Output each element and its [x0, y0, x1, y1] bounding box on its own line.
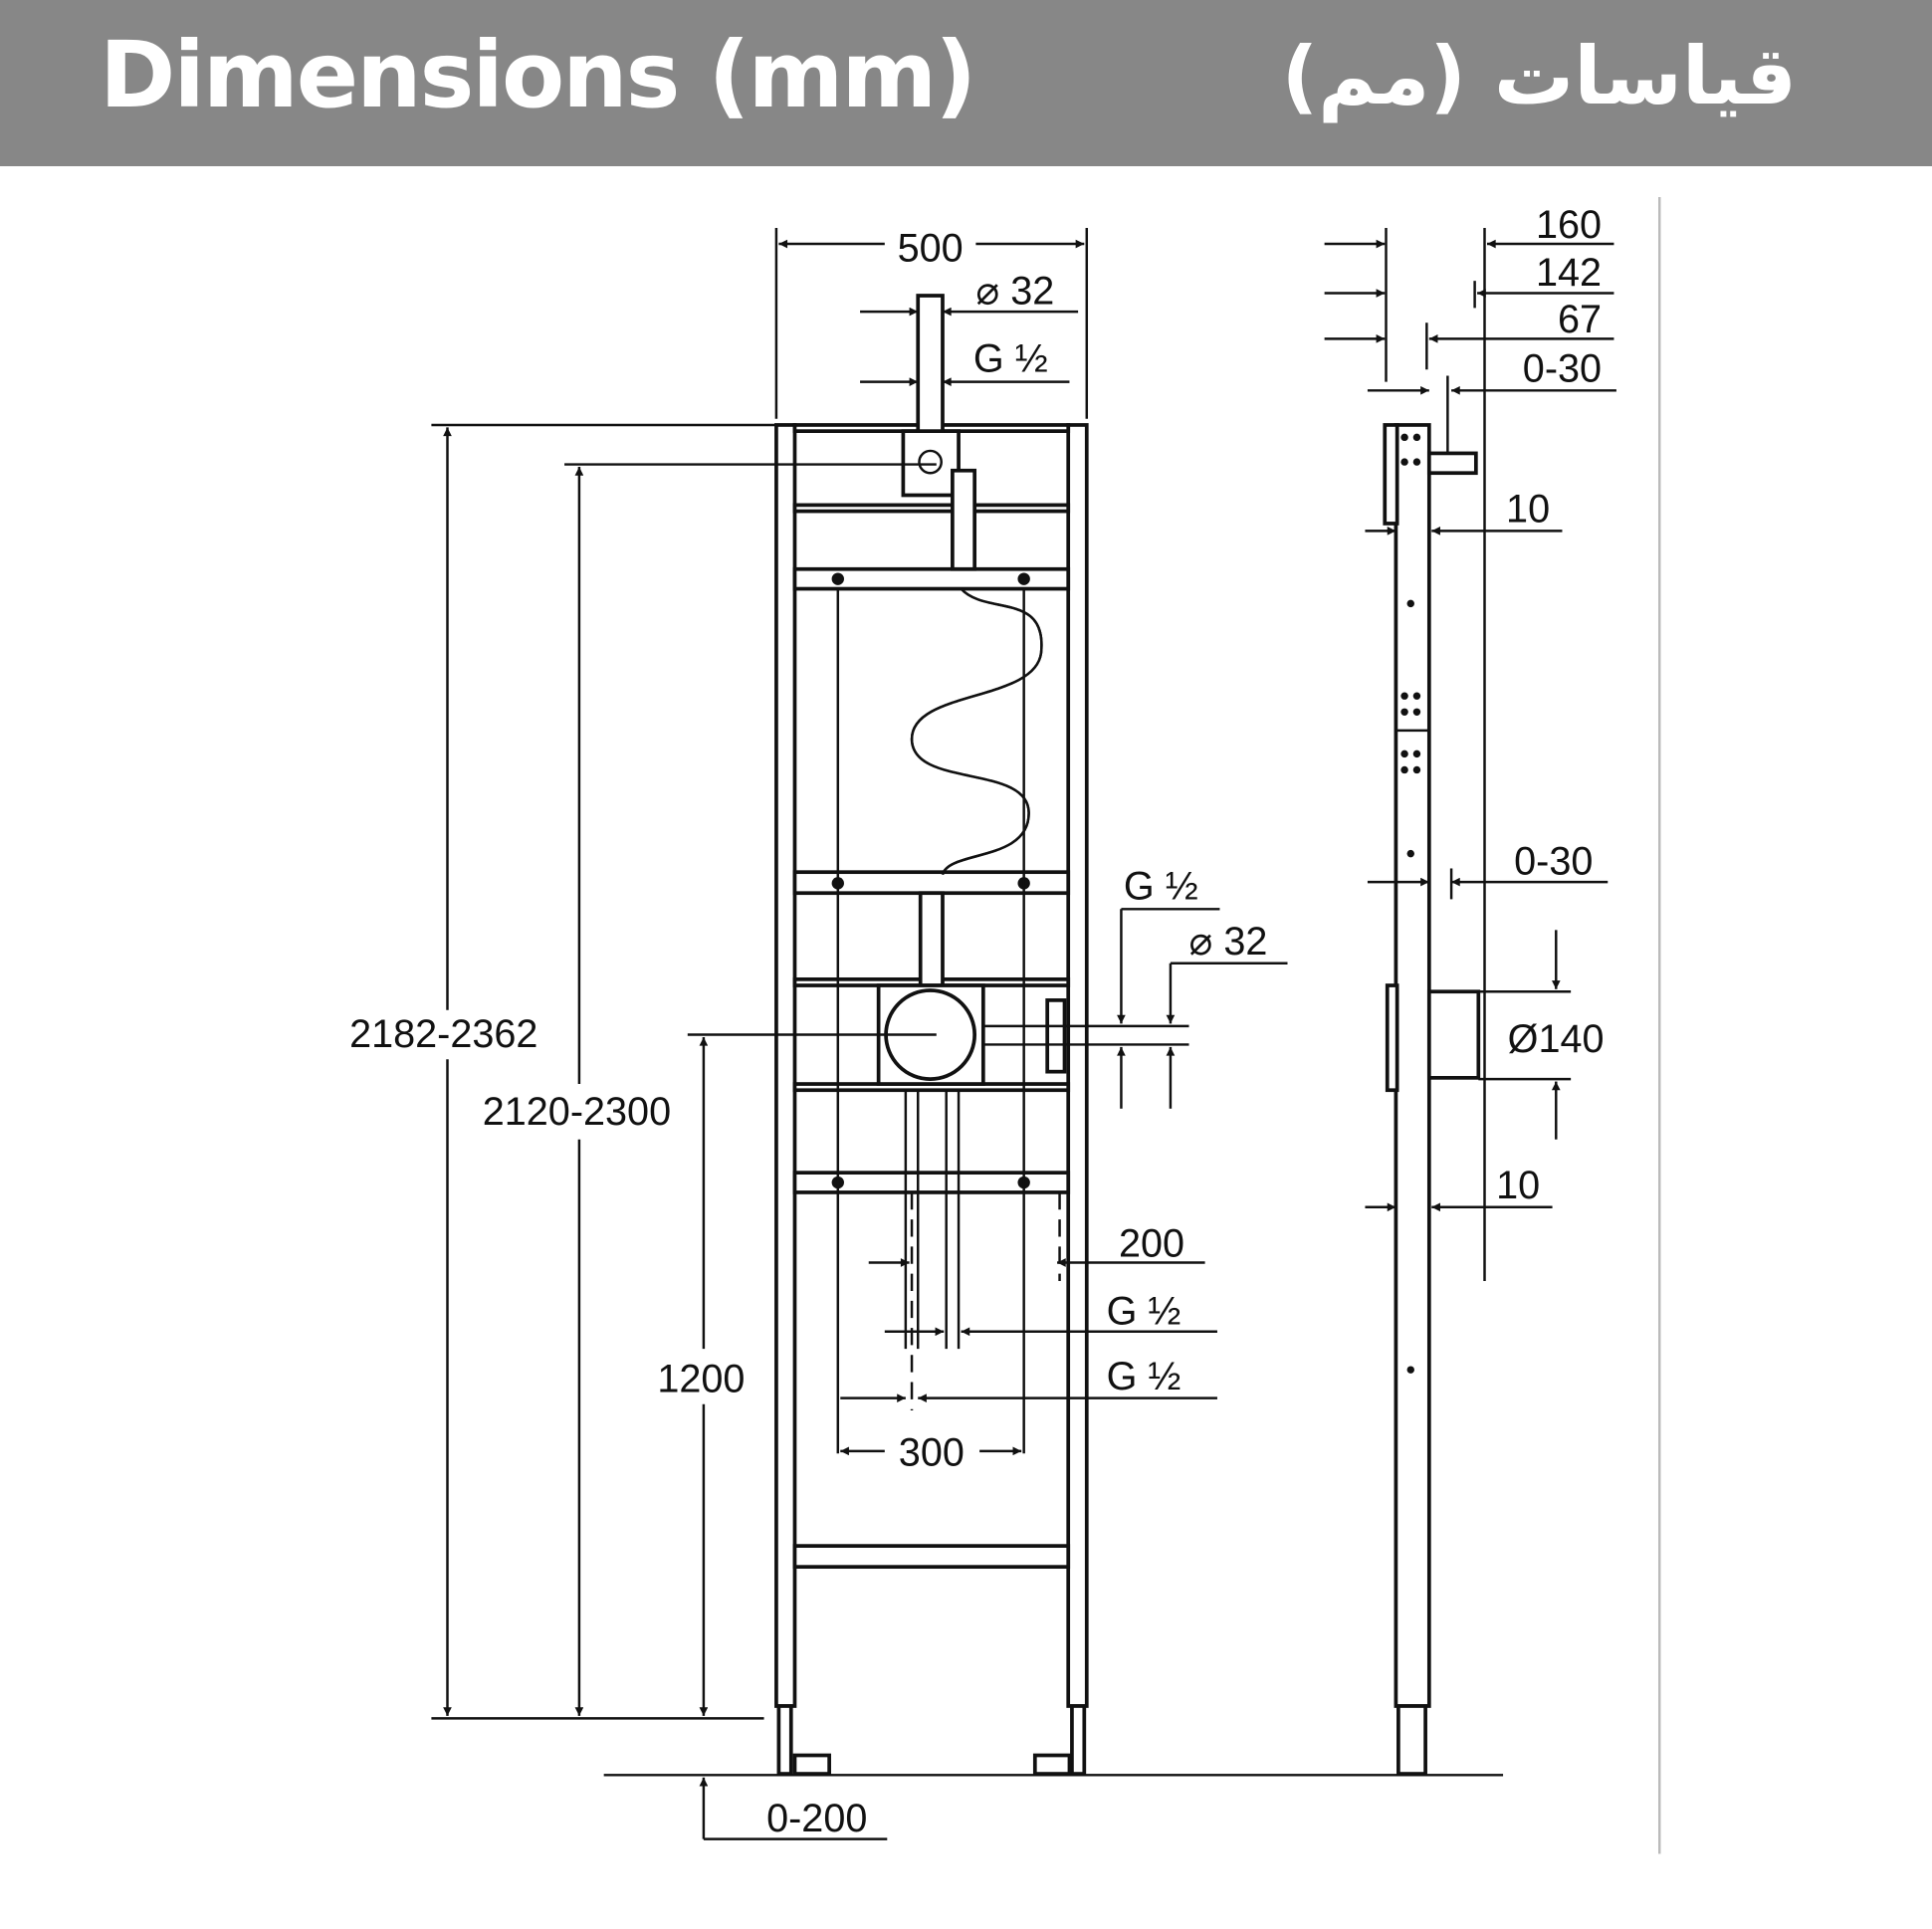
- label-spacing-300: 300: [899, 1431, 965, 1475]
- label-height-total: 2182-2362: [349, 1012, 537, 1056]
- label-thread-side: G ½: [1124, 864, 1198, 908]
- label-10-top: 10: [1506, 488, 1550, 532]
- label-142: 142: [1536, 251, 1602, 295]
- label-140: Ø140: [1508, 1017, 1605, 1061]
- front-labels: 500 ⌀ 32 G ½ 2182-2362 2120-2300 1200 0-…: [349, 226, 1267, 1840]
- title-arabic: قياسات (مم): [1281, 30, 1797, 122]
- label-0-30-top: 0-30: [1523, 347, 1602, 391]
- label-0-30-mid: 0-30: [1514, 840, 1593, 884]
- label-thread-bottom-2: G ½: [1107, 1355, 1181, 1398]
- label-thread-top: G ½: [973, 337, 1048, 381]
- side-labels: 160 142 67 0-30 10 0-30 Ø140 10: [1496, 203, 1604, 1207]
- label-offset-200: 200: [1119, 1221, 1184, 1265]
- label-160: 160: [1536, 203, 1602, 247]
- title-english: Dimensions (mm): [100, 22, 976, 128]
- header-bar: Dimensions (mm) قياسات (مم): [0, 0, 1932, 166]
- label-height-frame: 2120-2300: [483, 1090, 671, 1134]
- side-dimensions: [1324, 227, 1616, 1282]
- label-width: 500: [898, 226, 964, 270]
- label-height-outlet: 1200: [657, 1357, 745, 1400]
- label-67: 67: [1558, 298, 1602, 341]
- label-floor-adjust: 0-200: [766, 1797, 867, 1840]
- flex-hose: [910, 587, 1043, 876]
- label-10-bottom: 10: [1496, 1164, 1540, 1207]
- front-dimensions: [431, 227, 1288, 1840]
- label-pipe-dia-top: ⌀ 32: [975, 270, 1054, 314]
- side-frame: [1383, 375, 1481, 1776]
- label-pipe-dia-side: ⌀ 32: [1188, 920, 1267, 964]
- label-thread-bottom-1: G ½: [1107, 1289, 1181, 1333]
